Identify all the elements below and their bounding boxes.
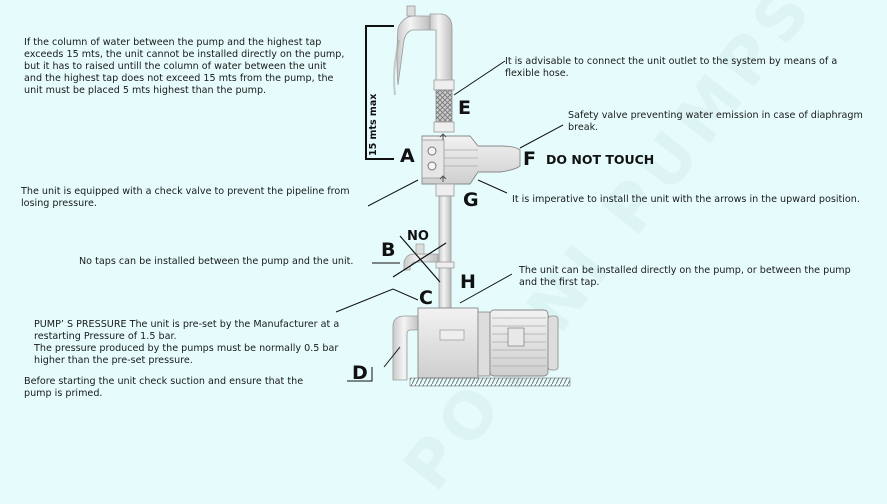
note-no-taps: No taps can be installed between the pum… — [79, 256, 354, 267]
label-b: B — [381, 239, 396, 261]
label-h: H — [460, 271, 476, 293]
note-arrows-upward: It is imperative to install the unit wit… — [512, 194, 860, 205]
forbidden-tap — [392, 235, 447, 283]
note-priming: Before starting the unit check suction a… — [24, 376, 304, 399]
note-pump-pressure: PUMP’ S PRESSURE The unit is pre-set by … — [34, 319, 340, 366]
label-c: C — [419, 287, 433, 309]
note-column-height: If the column of water between the pump … — [24, 37, 345, 96]
label-d: D — [352, 362, 368, 384]
pressure-control-unit — [421, 133, 521, 185]
note-flexible-hose: It is advisable to connect the unit outl… — [505, 56, 838, 79]
top-tap — [393, 5, 453, 96]
note-safety-valve: Safety valve preventing water emission i… — [568, 110, 863, 133]
note-install-position: The unit can be installed directly on th… — [519, 265, 851, 288]
note-check-valve: The unit is equipped with a check valve … — [21, 186, 350, 209]
do-not-touch-label: DO NOT TOUCH — [546, 152, 655, 167]
no-label: NO — [407, 229, 429, 244]
installation-diagram — [335, 5, 571, 387]
pump-motor — [392, 307, 571, 387]
label-a: A — [400, 145, 415, 167]
leader-lines — [335, 60, 564, 382]
riser-pipe — [435, 183, 455, 309]
label-e: E — [458, 97, 471, 119]
height-limit-label: 15 mts max — [368, 93, 379, 156]
flexible-hose — [433, 79, 455, 133]
height-bracket — [365, 25, 394, 160]
label-g: G — [463, 189, 479, 211]
label-f: F — [523, 148, 536, 170]
